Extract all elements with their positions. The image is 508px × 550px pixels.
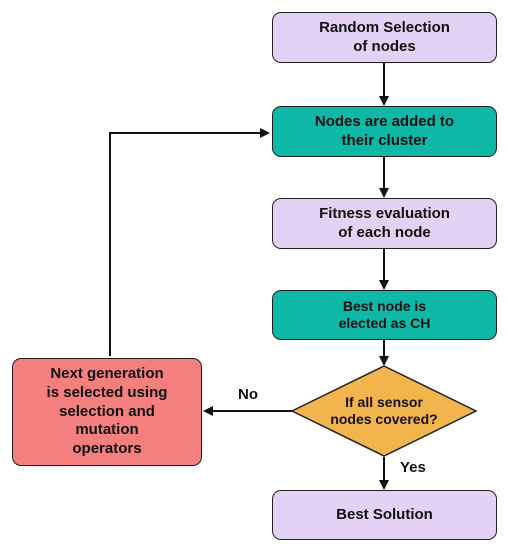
nodes-added-box: Nodes are added to their cluster — [272, 106, 497, 157]
decision-text: If all sensor nodes covered? — [330, 393, 438, 428]
edge-label-yes: Yes — [400, 459, 426, 476]
nodes-added-text: Nodes are added to their cluster — [314, 112, 455, 149]
best-node-box: Best node is elected as CH — [272, 290, 497, 340]
fitness-evaluation-box: Fitness evaluation of each node — [272, 198, 497, 249]
random-selection-box: Random Selection of nodes — [272, 12, 497, 63]
best-solution-box: Best Solution — [272, 490, 497, 540]
fitness-evaluation-text: Fitness evaluation of each node — [319, 204, 450, 241]
decision-diamond — [290, 365, 478, 457]
best-solution-text: Best Solution — [336, 505, 433, 523]
best-node-text: Best node is elected as CH — [338, 297, 431, 332]
random-selection-text: Random Selection of nodes — [319, 18, 450, 55]
next-generation-box: Next generation is selected using select… — [12, 358, 202, 466]
arrow-loop-back — [109, 128, 270, 356]
next-generation-text: Next generation is selected using select… — [46, 365, 168, 458]
edge-label-no: No — [238, 386, 258, 403]
